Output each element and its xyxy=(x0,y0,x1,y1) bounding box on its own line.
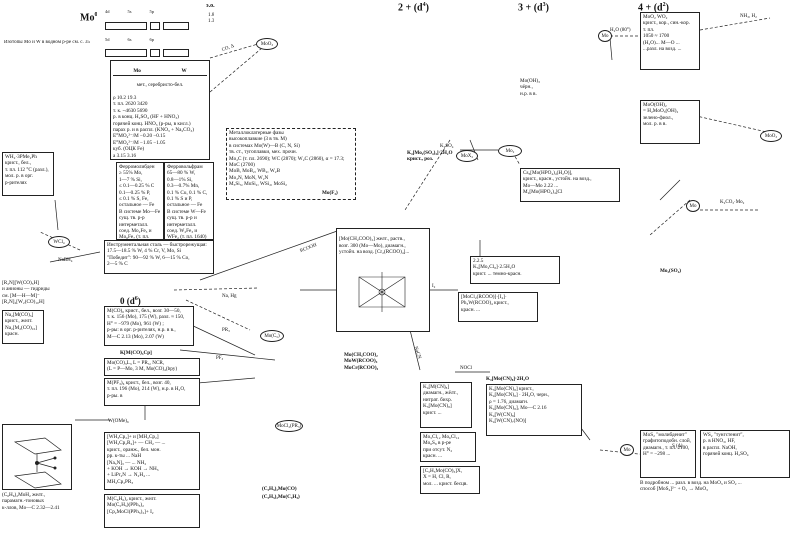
sandwich-drawing xyxy=(13,438,62,489)
acetate-cluster-labels: Mo(CH₃COO)₂ MoW(RCOO)₄ MoCr(RCOO)₄ xyxy=(344,352,379,371)
properties-subtitle: мет., серебристо-бел. xyxy=(136,82,184,89)
isotope-note: Изотопы Mo и W в водном р-ре см. с. 35 xyxy=(4,40,90,45)
wcl4-node: WCl₄ xyxy=(48,236,70,248)
octacyanide-box: K₄[M(CN)₈] диамагн., жёлт., нитрат. бихр… xyxy=(420,382,472,428)
oxidation-state-4: 4 + (d2) xyxy=(638,2,669,14)
mo-f3-label: Mo(F₃) xyxy=(322,190,338,196)
oxidation-state-3: 3 + (d3) xyxy=(518,2,549,14)
moo3-node-right: MoO₃ xyxy=(760,130,782,142)
mo-symbol: Mo0 xyxy=(80,12,98,22)
edge-label-nabh4: NaBH₄ xyxy=(58,258,73,263)
eo-values: 1.8 1.3 xyxy=(208,12,215,25)
mo-oh3-text: Mo(OH)₃ чёрн., н.р. в в. xyxy=(520,78,540,97)
mo-oxyhydroxide-box: MoO(OH)₂ = H₂MoO₃(OH)₂ зелено-фиол., мол… xyxy=(640,100,700,144)
edge-label-i2: I₂ xyxy=(432,284,436,289)
sandwich-structure xyxy=(2,424,72,490)
mo-node-top: Mo xyxy=(598,30,612,42)
hexacarbonyl-box: M(CO)₆ крист., бел., возг. 30—50, т. к. … xyxy=(104,306,194,346)
k3-mo2-cl8-box: 2.2.5 K₃[Mo₂Cl₈]·2.5H₂O крист. ... темно… xyxy=(470,256,560,284)
tetraiodide-box: [MoCl₂(RCOO)]·[I₄]· Ph₃W(RCOO)₄ крист., … xyxy=(458,292,538,322)
mo-sulfate-label: Mo₂(SO₄) xyxy=(660,268,681,274)
moo3-node: MoO₃ xyxy=(256,38,278,50)
metal-cluster-phases-box: Металлоклатерные фазы высокоплавкие (3 в… xyxy=(226,128,356,200)
mo2-node: Mo₂ xyxy=(498,145,522,157)
mo-co-l3-box: Mo(CO)₃L₃ L = PR₃, NCR, (L = P—Mo, 3 M, … xyxy=(104,358,200,376)
hydride-complex-box: [WH₃Cp₂]+ и [MH₂Cp₂] [WH₂Cp₂R₂]+ — CH₂ —… xyxy=(104,432,200,490)
oxidation-state-2: 2 + (d4) xyxy=(398,2,429,14)
edge-label-na-hg: Na, Hg xyxy=(222,294,237,299)
mo-dioxide-box: MoO₂ WO₂ крист., кор., син.-кор. т. пл. … xyxy=(640,12,700,70)
orbital-boxes-mo xyxy=(105,22,215,31)
ferrotungsten-box: Ферровольфрам 65—80 % W, 0.8—1% Si, 0.3—… xyxy=(164,162,214,240)
acetate-cluster-text: [Mo(CH₂COO)₂] желт., раств., возг. 300 (… xyxy=(339,236,410,256)
wh2-box: WH₂·3PMe₂Ph крист., бел., т. пл. 112 °C … xyxy=(2,152,54,196)
edge-label-pr3: PR₃ xyxy=(222,328,230,333)
molybdenite-box: MoS₂ "молибденит" графитоподобн. слой, д… xyxy=(640,430,696,478)
ferromolybdenum-box: Ферромолибден ≥ 55% Mo, 1—7 % Si, ≤ 0.1—… xyxy=(116,162,164,240)
rn-hydride-text: [R₂N][W(CO)₅H] и анионы — гидриды см. [M… xyxy=(2,280,50,306)
cyclopentadienyl-box: [C₅H₅Mo(CO)₃]X, X = H, Cl, R, мол. ... к… xyxy=(420,466,480,494)
sulfide-note: В подробном ... разл. в возд. на MoO₃ и … xyxy=(640,480,742,493)
edge-label-k2so4: K₂SO₄ xyxy=(440,144,454,149)
tungstenite-box: WS₂ "тунгстенит", р. в HNO₃, HF, в распл… xyxy=(700,430,790,478)
properties-rows: ρ 10.2 19.3 т. пл. 2620 3420 т. к. ~4630… xyxy=(113,95,194,159)
pf3-complex-box: M(PF₃)₆ крист., бел., возг. 40, т. пл. 1… xyxy=(104,378,200,406)
bis-benzene-box: M(C₆H₆)₂ крист., желт. Mo(C₅H₅)(PPh₃)₂ [… xyxy=(104,494,200,528)
edge-label-nh3: NH₃, H₂ xyxy=(740,14,757,19)
mo-node-mid: Mo xyxy=(686,200,700,212)
k4-mo2-sulfate: K₄[Mo₂(SO₄)₄]·2H₂O крист., роз. xyxy=(407,150,453,163)
eo-label: э.о. xyxy=(206,3,215,9)
oxidation-state-0: 0 (d6) xyxy=(120,296,141,306)
c5h5-mo-c3h5-label: (C₅H₅)₂Mo(C₃H₅) xyxy=(262,494,300,500)
na-carbonyl-box: Na₂[M(CO)₅] крист., желт. Na₂[M₂(CO)₁₀] … xyxy=(2,310,44,344)
k-cp-label: K[M(CO)₃Cp] xyxy=(120,350,152,356)
orbital-boxes-w xyxy=(105,49,215,58)
mo-cl2-pr3-node: MoCl₂(PR₃) xyxy=(275,420,303,432)
cluster-structure-drawing xyxy=(358,272,406,313)
hydrogen-phosphate-box: Cs₃[Mo(HPO₄)₄(H₂O)], крист., красн., уст… xyxy=(520,168,620,202)
edge-label-pf3: PF₃ xyxy=(216,356,224,361)
edge-label-k2co3: K₂CO₃·Mo₂ xyxy=(720,200,745,205)
k4-mo-cn-label: K₄[Mo(CN)₈]·2H₂O xyxy=(486,376,529,382)
mo-node-bottom: Mo xyxy=(620,444,634,456)
edge-label-s: S (Δ) xyxy=(672,444,683,449)
cyano-complex-box: K₃[Mo(CN)₈] крист., K₄[Mo(CN)₈] · 2H₂O, … xyxy=(486,384,582,436)
mo-c5-node: Mo(C₅) xyxy=(260,330,284,342)
acetate-cluster-box: [Mo(CH₂COO)₂] желт., раств., возг. 300 (… xyxy=(336,228,430,332)
edge-label-h2o: H₂O (80°) xyxy=(610,28,631,33)
instrumental-steel-box: Инструментальная сталь — быстрорежущая: … xyxy=(104,240,214,274)
w-ome-label: W(OMe)₆ xyxy=(108,418,129,424)
edge-label-nocl: NOCl xyxy=(460,366,472,371)
mo-x2-node: MoX₂ xyxy=(456,150,478,162)
c5h5-mo-co-label: (C₅H₅)₂Mo(CO) xyxy=(262,486,297,492)
bis-benzene-hydride-text: (C₆H₆)₂MoH₂ желт., парамагн.-тоновых к-л… xyxy=(2,492,60,511)
chloride-cluster-box: Mo₅Cl₁₂ Mo₆Cl₁₂ Mo₆S₈ в р-ре при отсут. … xyxy=(420,432,476,462)
